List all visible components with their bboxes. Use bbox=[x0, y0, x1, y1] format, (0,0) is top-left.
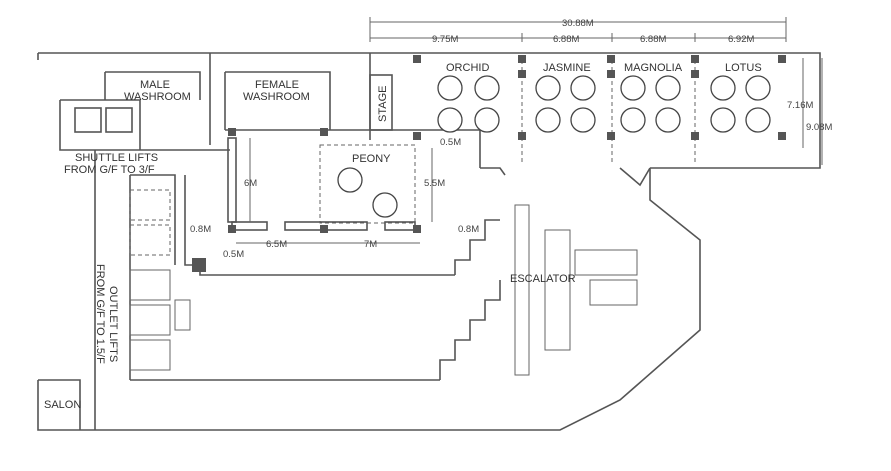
outlet-lifts-label-2: FROM G/F TO 1.5/F bbox=[94, 264, 106, 364]
female-washroom-label-2: WASHROOM bbox=[243, 91, 310, 103]
salon-label: SALON bbox=[44, 399, 81, 411]
dimension-lines bbox=[236, 17, 823, 244]
dim-depth-outer: 9.08M bbox=[806, 122, 832, 133]
dim-peony-height: 5.5M bbox=[424, 178, 445, 189]
escalator bbox=[514, 204, 638, 376]
dim-corridor-gap: 0.5M bbox=[223, 249, 244, 260]
dim-span-left: 6.5M bbox=[266, 239, 287, 250]
peony-room bbox=[227, 137, 416, 231]
female-washroom-label-1: FEMALE bbox=[255, 79, 299, 91]
dim-peony-wall: 0.8M bbox=[458, 224, 479, 235]
stairs bbox=[439, 219, 501, 380]
dim-lotus-width: 6.92M bbox=[728, 34, 754, 45]
male-washroom-label-2: WASHROOM bbox=[124, 91, 191, 103]
dim-span-right: 7M bbox=[364, 239, 377, 250]
dim-orchid-width: 9.75M bbox=[432, 34, 458, 45]
shuttle-lifts bbox=[74, 107, 133, 133]
dim-depth-inner: 7.16M bbox=[787, 100, 813, 111]
outlet-lifts-label-1: OUTLET LIFTS bbox=[107, 286, 119, 362]
dim-total-width: 30.88M bbox=[562, 18, 594, 29]
orchid-label: ORCHID bbox=[446, 62, 489, 74]
shuttle-lifts-label-1: SHUTTLE LIFTS bbox=[75, 152, 158, 164]
shuttle-lifts-label-2: FROM G/F TO 3/F bbox=[64, 164, 155, 176]
dim-corridor-wall: 0.8M bbox=[190, 224, 211, 235]
tables bbox=[337, 75, 771, 218]
dim-magnolia-width: 6.88M bbox=[640, 34, 666, 45]
lotus-label: LOTUS bbox=[725, 62, 762, 74]
dim-corridor-height: 6M bbox=[244, 178, 257, 189]
male-washroom-label-1: MALE bbox=[140, 79, 170, 91]
dim-peony-gap-top: 0.5M bbox=[440, 137, 461, 148]
stage-label: STAGE bbox=[377, 86, 389, 122]
building-walls bbox=[37, 52, 821, 431]
dim-jasmine-width: 6.88M bbox=[553, 34, 579, 45]
peony-label: PEONY bbox=[352, 153, 391, 165]
magnolia-label: MAGNOLIA bbox=[624, 62, 683, 74]
columns bbox=[192, 55, 786, 272]
outlet-lifts bbox=[129, 189, 191, 371]
escalator-label: ESCALATOR bbox=[510, 273, 576, 285]
jasmine-label: JASMINE bbox=[543, 62, 591, 74]
